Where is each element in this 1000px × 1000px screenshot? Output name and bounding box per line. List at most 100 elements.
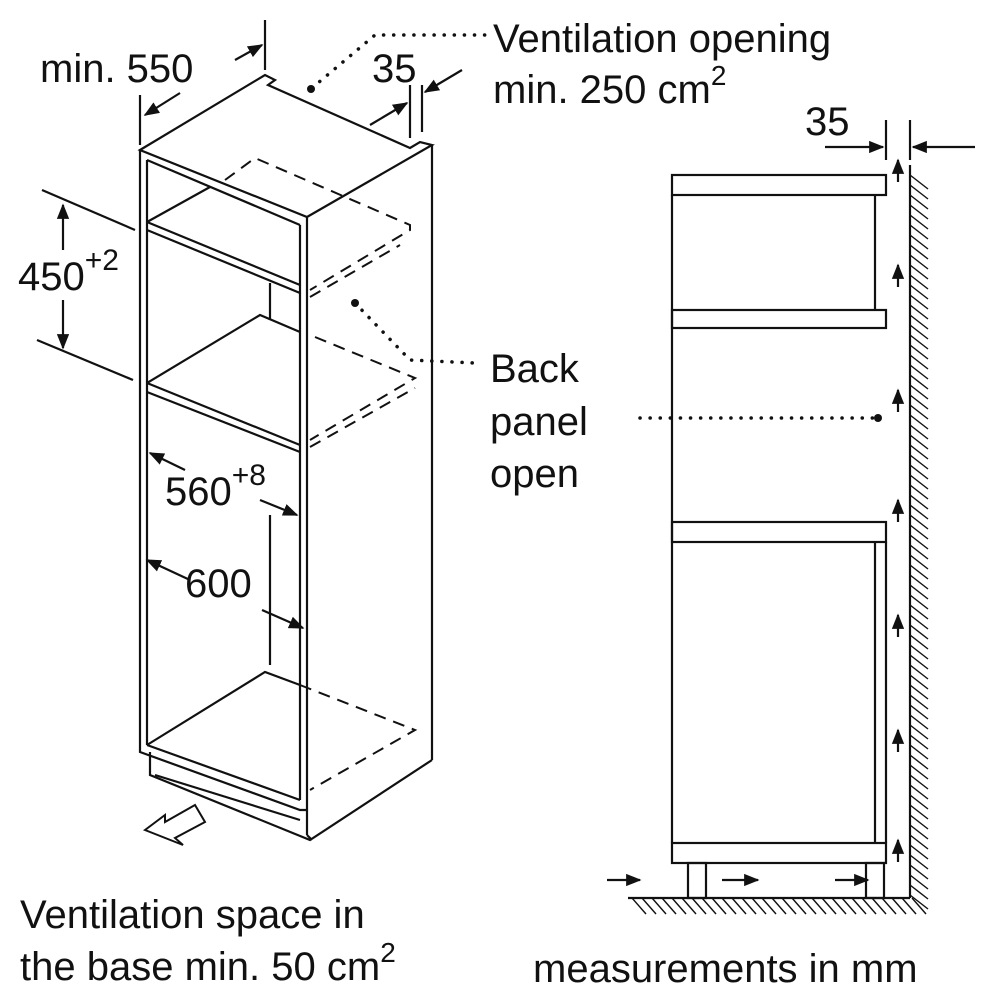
wall-hatch [909, 374, 929, 390]
floor-hatch [701, 897, 717, 915]
wall-hatch [909, 234, 929, 250]
wall-hatch [909, 474, 929, 490]
wall-hatch [909, 624, 929, 640]
wall-hatch [909, 224, 929, 240]
floor-hatch [841, 897, 857, 915]
wall-hatch [909, 614, 929, 630]
wall-hatch [909, 764, 929, 780]
wall-hatch [909, 664, 929, 680]
floor-hatch [901, 897, 917, 915]
floor-hatch [641, 897, 657, 915]
wall-hatch [909, 704, 929, 720]
vent-base-line2: the base min. 50 cm2 [20, 937, 396, 989]
wall-hatch [909, 844, 929, 860]
wall-hatch [909, 854, 929, 870]
wall-hatch [909, 184, 929, 200]
wall-hatch [909, 894, 929, 910]
wall-hatch [909, 634, 929, 650]
wall-hatch [909, 714, 929, 730]
wall-hatch [909, 724, 929, 740]
wall-hatch [909, 344, 929, 360]
wall-hatch [909, 754, 929, 770]
floor-hatch [811, 897, 827, 915]
side-gap-label: 35 [805, 100, 850, 144]
top-gap-label: 35 [372, 47, 417, 91]
floor-hatch [791, 897, 807, 915]
floor-hatch [691, 897, 707, 915]
back-panel-line2: panel [490, 400, 588, 444]
wall-hatch [909, 254, 929, 270]
wall-hatch [909, 744, 929, 760]
wall-hatch [909, 434, 929, 450]
wall-hatch [909, 554, 929, 570]
wall-hatch [909, 584, 929, 600]
wall-hatch [909, 444, 929, 460]
floor-hatch [661, 897, 677, 915]
wall-hatch [909, 384, 929, 400]
wall-hatch [909, 204, 929, 220]
wall-hatch [909, 864, 929, 880]
units-note: measurements in mm [533, 947, 918, 991]
cabinet-width-label: 600 [185, 562, 252, 606]
wall-hatch [909, 404, 929, 420]
wall-hatch [909, 794, 929, 810]
floor-hatch [861, 897, 877, 915]
wall-hatch [909, 874, 929, 890]
wall-hatch [909, 494, 929, 510]
floor-hatch [721, 897, 737, 915]
wall-hatch [909, 774, 929, 790]
wall-hatch [909, 324, 929, 340]
vent-opening-line2: min. 250 cm2 [493, 60, 726, 112]
wall-hatch [909, 814, 929, 830]
wall-hatch [909, 464, 929, 480]
wall-hatch [909, 354, 929, 370]
wall-hatch [909, 574, 929, 590]
wall-hatch [909, 524, 929, 540]
wall-hatch [909, 514, 929, 530]
wall-hatch [909, 684, 929, 700]
wall-hatch [909, 564, 929, 580]
vent-opening-line1: Ventilation opening [493, 17, 831, 61]
wall-hatch [909, 694, 929, 710]
floor-hatch [891, 897, 907, 915]
floor-hatch [801, 897, 817, 915]
floor-hatch [851, 897, 867, 915]
wall-hatch [909, 364, 929, 380]
wall-hatch [909, 414, 929, 430]
wall-hatch [909, 264, 929, 280]
wall-hatch [909, 244, 929, 260]
floor-hatch [681, 897, 697, 915]
wall-hatch [909, 174, 929, 190]
floor-hatch [631, 897, 647, 915]
wall-hatch [909, 594, 929, 610]
wall-hatch [909, 544, 929, 560]
floor-hatch [751, 897, 767, 915]
wall-hatch [909, 674, 929, 690]
airflow-arrow-icon [142, 803, 207, 846]
wall-hatch [909, 534, 929, 550]
cabinet-isometric [36, 20, 490, 846]
floor-hatch [911, 897, 927, 915]
wall-hatch [909, 294, 929, 310]
wall-hatch [909, 424, 929, 440]
wall-hatch [909, 194, 929, 210]
wall-hatch [909, 834, 929, 850]
wall-hatch [909, 304, 929, 320]
floor-hatch [731, 897, 747, 915]
wall-hatch [909, 884, 929, 900]
floor-hatch [651, 897, 667, 915]
wall-hatch [909, 274, 929, 290]
wall-hatch [909, 734, 929, 750]
wall-hatch [909, 654, 929, 670]
wall-hatch [909, 804, 929, 820]
wall-hatch [909, 604, 929, 620]
floor-hatch [871, 897, 887, 915]
wall-hatch [909, 454, 929, 470]
floor-hatch [831, 897, 847, 915]
wall-hatch [909, 394, 929, 410]
back-panel-line3: open [490, 452, 579, 496]
floor-hatch [741, 897, 757, 915]
wall-hatch [909, 484, 929, 500]
